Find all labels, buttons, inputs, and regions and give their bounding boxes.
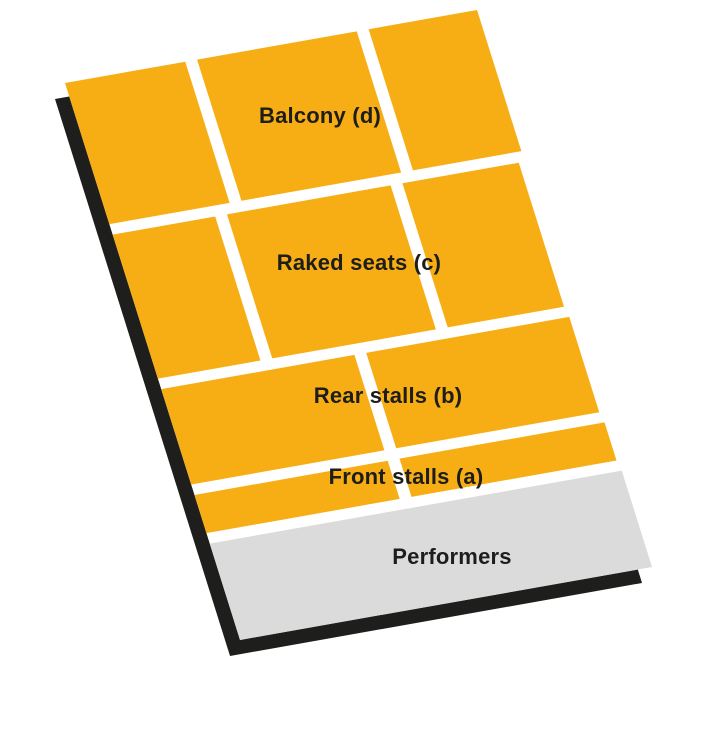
balcony-label: Balcony (d) bbox=[259, 103, 381, 128]
rear-stalls-label: Rear stalls (b) bbox=[313, 383, 463, 408]
performers-label: Performers bbox=[392, 544, 512, 569]
front-stalls-label: Front stalls (a) bbox=[328, 464, 484, 489]
raked-seats-label: Raked seats (c) bbox=[276, 250, 442, 275]
